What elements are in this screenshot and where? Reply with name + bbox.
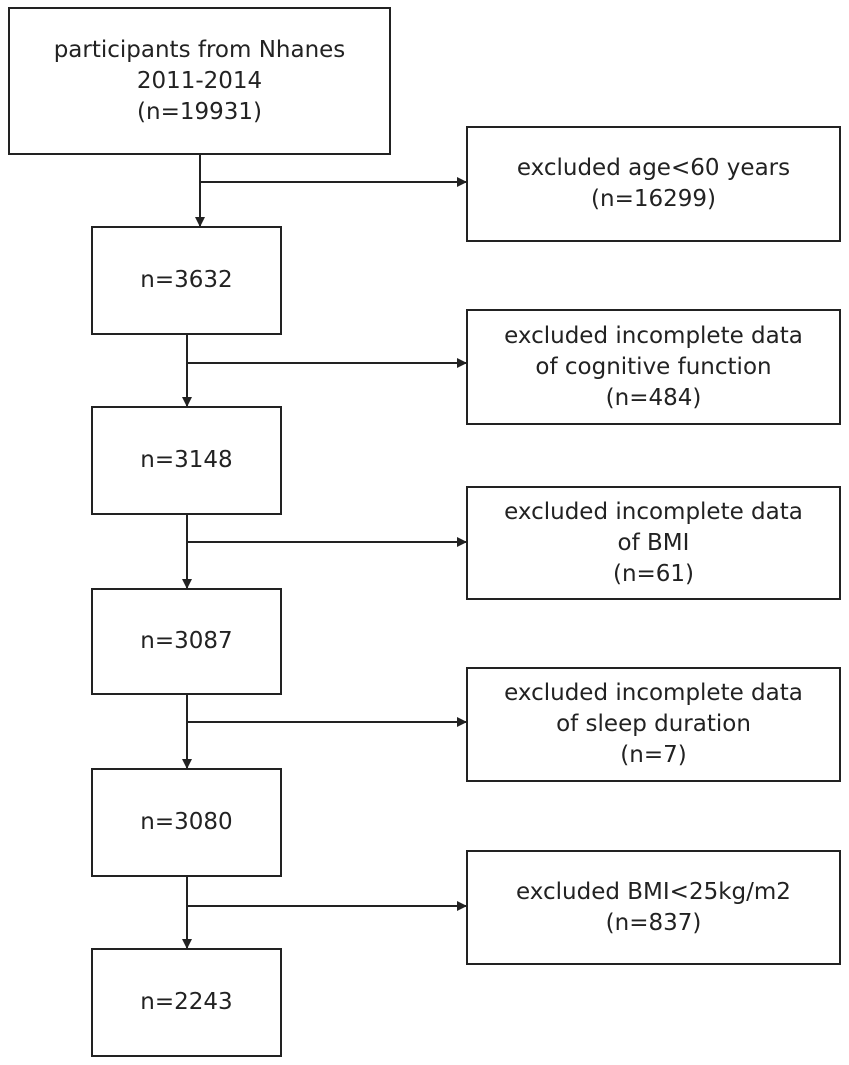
step-label: n=3080 (140, 809, 233, 835)
exclusion-count: (n=16299) (591, 186, 716, 212)
exclusion-line: of cognitive function (535, 353, 772, 380)
exclusion-count: (n=484) (605, 384, 702, 411)
exclusion-box-5: excluded BMI<25kg/m2 (n=837) (466, 850, 841, 965)
step-label: n=2243 (140, 989, 233, 1015)
exclusion-count: (n=837) (605, 909, 702, 936)
start-line-1: participants from Nhanes (53, 36, 346, 63)
exclusion-line: excluded BMI<25kg/m2 (516, 878, 791, 905)
exclusion-box-4: excluded incomplete data of sleep durati… (466, 667, 841, 782)
step-box-5: n=2243 (91, 948, 282, 1057)
exclusion-line: of BMI (617, 529, 690, 556)
step-box-2: n=3148 (91, 406, 282, 515)
start-line-3: (n=19931) (137, 98, 262, 125)
start-line-2: 2011-2014 (136, 67, 263, 94)
exclusion-box-1: excluded age<60 years (n=16299) (466, 126, 841, 242)
exclusion-line: of sleep duration (556, 711, 751, 737)
step-box-4: n=3080 (91, 768, 282, 877)
step-label: n=3632 (140, 267, 233, 293)
step-label: n=3148 (140, 447, 233, 473)
exclusion-line: excluded age<60 years (516, 155, 791, 181)
step-box-3: n=3087 (91, 588, 282, 695)
exclusion-line: excluded incomplete data (504, 322, 803, 349)
start-box: participants from Nhanes 2011-2014 (n=19… (8, 7, 391, 155)
exclusion-line: excluded incomplete data (504, 680, 803, 706)
exclusion-box-2: excluded incomplete data of cognitive fu… (466, 309, 841, 425)
step-box-1: n=3632 (91, 226, 282, 335)
exclusion-line: excluded incomplete data (504, 498, 803, 525)
exclusion-box-3: excluded incomplete data of BMI (n=61) (466, 486, 841, 600)
exclusion-count: (n=7) (620, 742, 687, 768)
exclusion-count: (n=61) (612, 560, 695, 587)
step-label: n=3087 (140, 628, 233, 654)
